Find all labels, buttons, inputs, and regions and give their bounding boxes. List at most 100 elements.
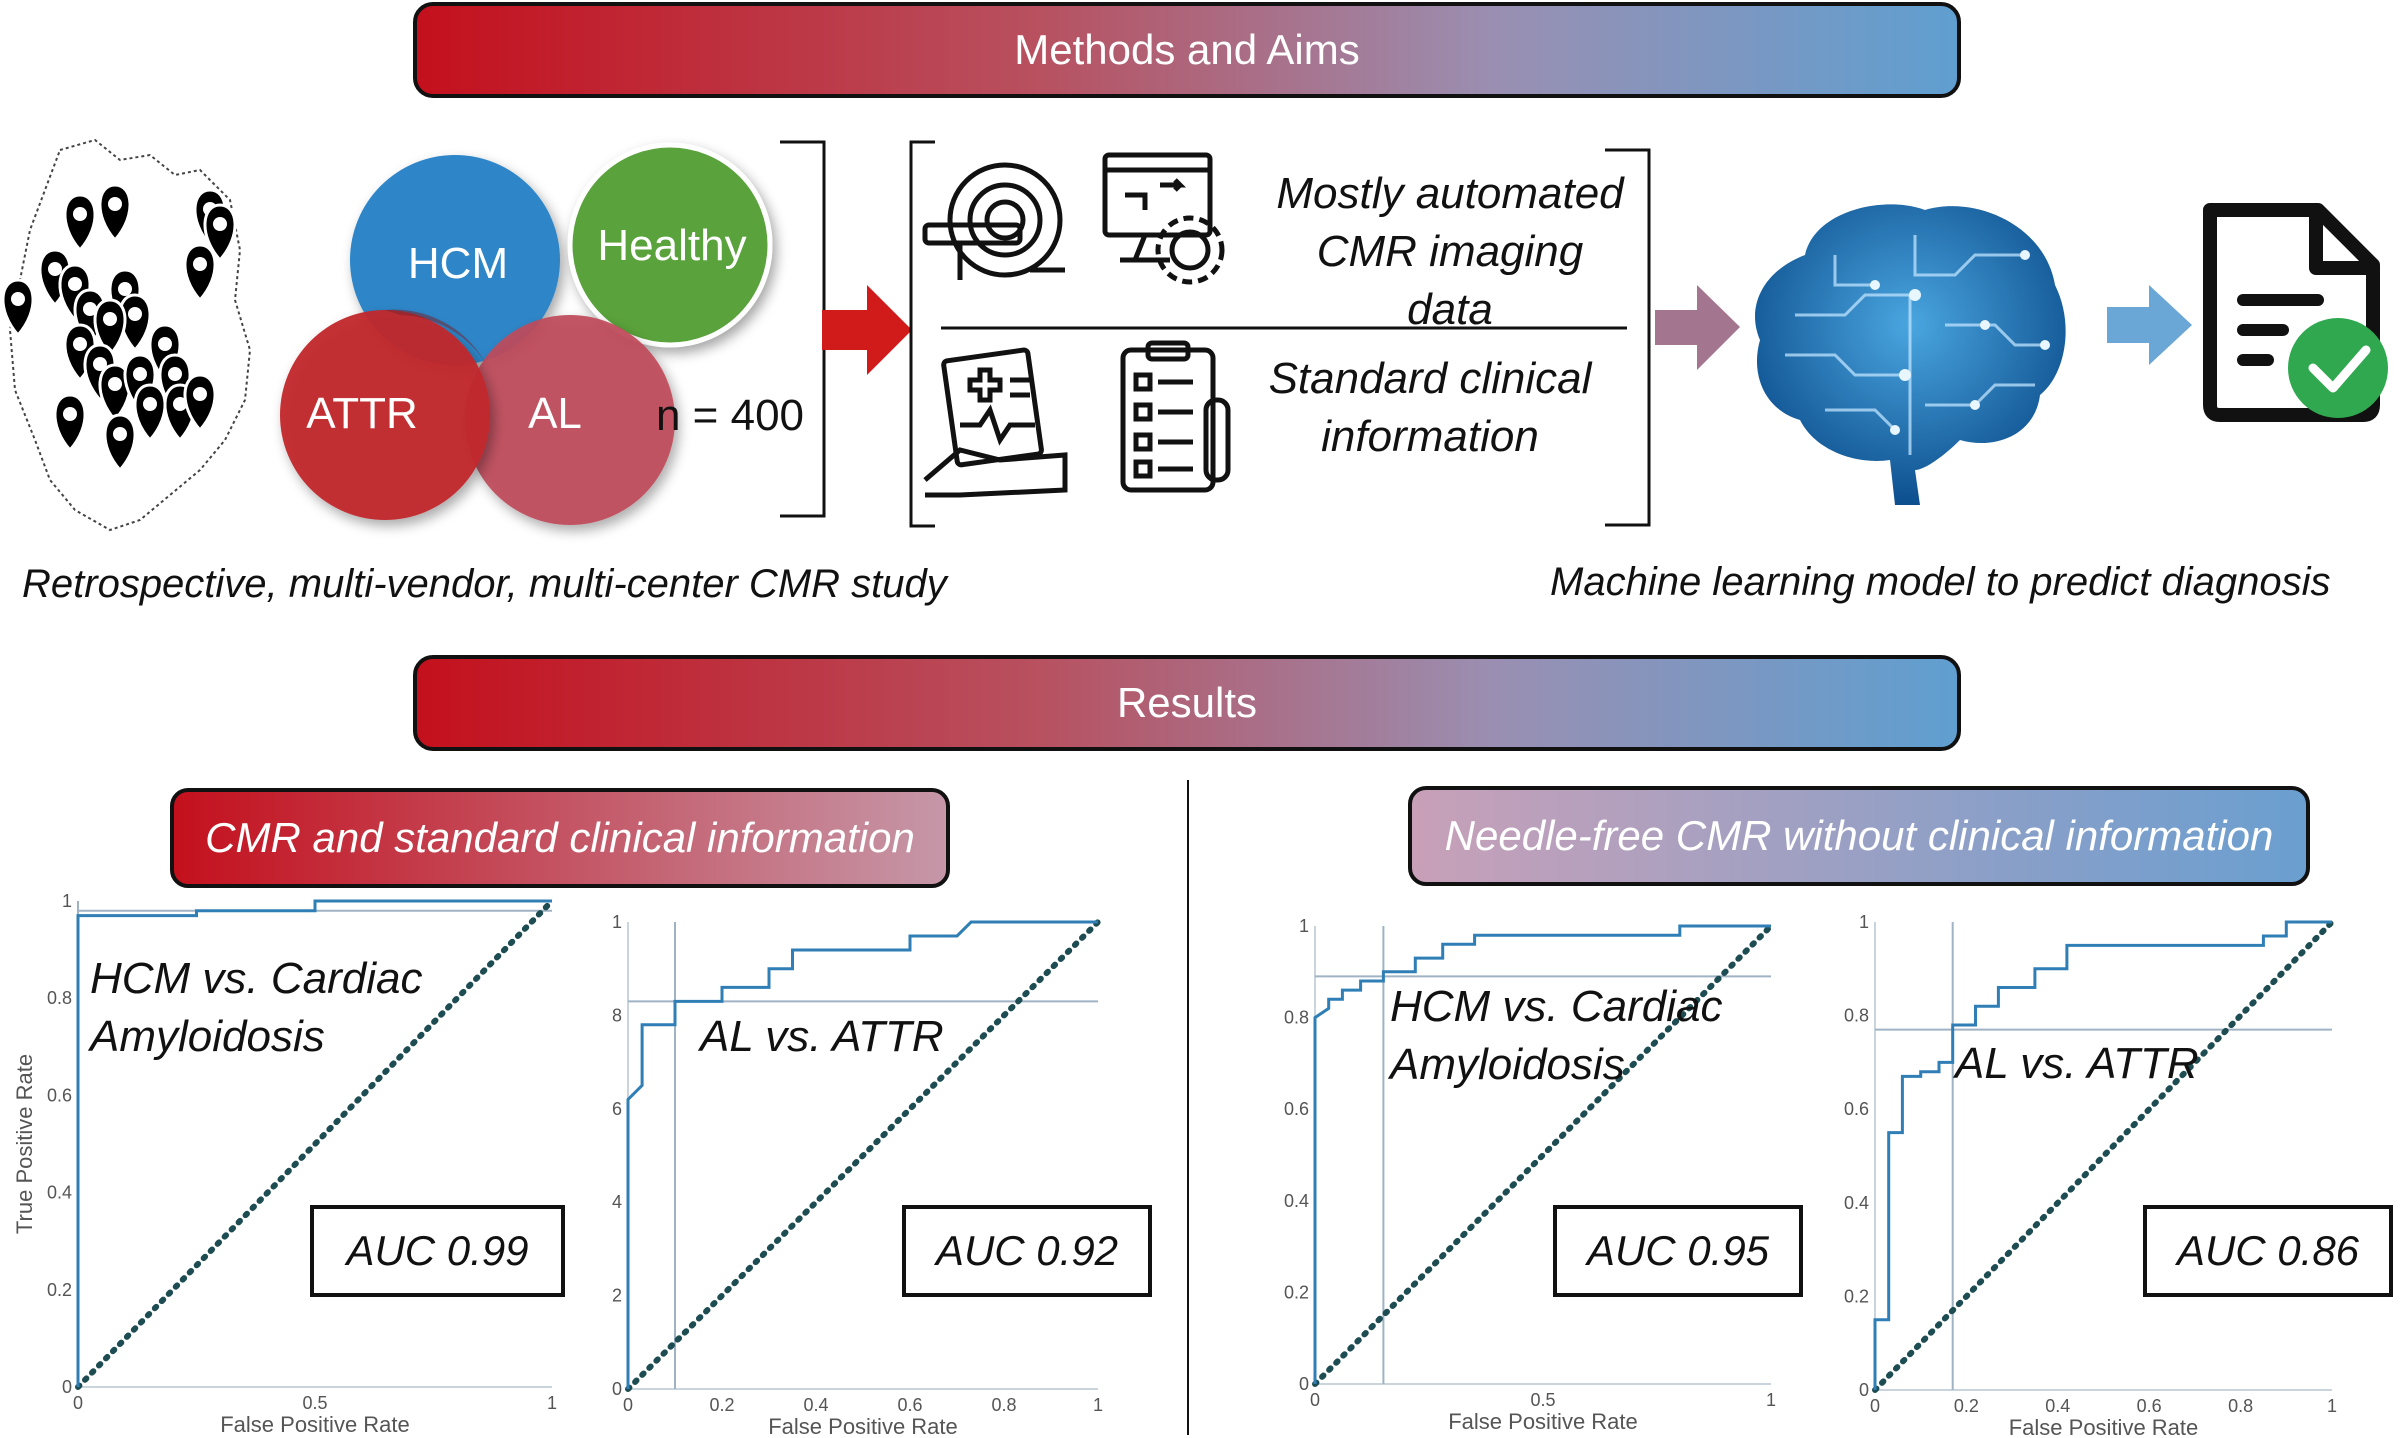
map-pin-icon bbox=[133, 383, 167, 443]
ml-caption: Machine learning model to predict diagno… bbox=[1550, 560, 2331, 604]
auc-value-1: AUC 0.99 bbox=[346, 1227, 529, 1274]
y-tick-label: 0 bbox=[1859, 1380, 1869, 1400]
x-tick-label: 1 bbox=[547, 1393, 557, 1413]
mri-scanner-icon bbox=[922, 162, 1065, 280]
cohort-venn: HCM Healthy ATTR AL n = 400 bbox=[280, 142, 804, 525]
x-axis-label: False Positive Rate bbox=[768, 1414, 958, 1438]
roc2-overlay: AL vs. ATTR bbox=[700, 1008, 944, 1066]
healthy-label: Healthy bbox=[597, 221, 746, 270]
map-pin-icon bbox=[183, 373, 217, 433]
x-tick-label: 1 bbox=[2327, 1396, 2337, 1416]
hcm-label: HCM bbox=[408, 239, 508, 288]
y-tick-label: 2 bbox=[612, 1286, 622, 1306]
y-tick-label: 0.8 bbox=[1284, 1008, 1309, 1028]
imaging-text: Mostly automated CMR imaging data bbox=[1270, 165, 1630, 339]
attr-label: ATTR bbox=[306, 389, 418, 438]
auc-box-4: AUC 0.86 bbox=[2143, 1205, 2393, 1297]
results-divider bbox=[1187, 780, 1189, 1435]
y-tick-label: 0.2 bbox=[47, 1280, 72, 1300]
y-tick-label: 1 bbox=[612, 912, 622, 932]
y-tick-label: 0.4 bbox=[47, 1183, 72, 1203]
methods-banner-title: Methods and Aims bbox=[1014, 26, 1360, 73]
y-tick-label: 0 bbox=[612, 1379, 622, 1399]
x-tick-label: 1 bbox=[1093, 1395, 1103, 1415]
imaging-line1: Mostly automated bbox=[1276, 169, 1624, 218]
y-tick-label: 0.6 bbox=[1844, 1099, 1869, 1119]
x-axis-label: False Positive Rate bbox=[1448, 1409, 1638, 1434]
brain-circuit-icon bbox=[1755, 204, 2066, 505]
clinical-text: Standard clinical information bbox=[1260, 350, 1600, 466]
chance-diagonal bbox=[625, 919, 1101, 1392]
map-pin-icon bbox=[183, 243, 217, 303]
imaging-line2: CMR imaging data bbox=[1316, 227, 1584, 334]
y-tick-label: 8 bbox=[612, 1005, 622, 1025]
y-tick-label: 0.2 bbox=[1844, 1286, 1869, 1306]
y-tick-label: 0.8 bbox=[47, 988, 72, 1008]
results-banner-title: Results bbox=[1116, 679, 1258, 726]
x-tick-label: 0.6 bbox=[897, 1395, 922, 1415]
roc-curve bbox=[626, 920, 1098, 1389]
auc-value-4: AUC 0.86 bbox=[2176, 1227, 2360, 1274]
right-section-title: Needle-free CMR without clinical informa… bbox=[1408, 786, 2310, 886]
map-pin-icon bbox=[93, 298, 127, 358]
roc4-overlay-line1: AL vs. ATTR bbox=[1955, 1039, 2199, 1088]
y-tick-label: 0.8 bbox=[1844, 1006, 1869, 1026]
roc4-overlay: AL vs. ATTR bbox=[1955, 1035, 2199, 1093]
y-tick-label: 1 bbox=[1859, 912, 1869, 932]
y-tick-label: 0.2 bbox=[1284, 1282, 1309, 1302]
y-tick-label: 0.6 bbox=[1284, 1099, 1309, 1119]
x-tick-label: 0 bbox=[1310, 1390, 1320, 1410]
y-tick-label: 0.4 bbox=[1844, 1193, 1869, 1213]
germany-map-icon bbox=[1, 138, 252, 532]
y-axis-label: True Positive Rate bbox=[12, 1054, 37, 1234]
left-section-title-text: CMR and standard clinical information bbox=[205, 814, 915, 861]
lab-checklist-icon bbox=[1120, 340, 1231, 493]
x-tick-label: 0.2 bbox=[709, 1395, 734, 1415]
x-tick-label: 0 bbox=[1870, 1396, 1880, 1416]
methods-banner: Methods and Aims bbox=[413, 2, 1961, 98]
clinical-line2: information bbox=[1321, 412, 1539, 461]
medical-record-icon bbox=[923, 347, 1068, 498]
auc-box-2: AUC 0.92 bbox=[902, 1205, 1152, 1297]
y-tick-label: 0 bbox=[1299, 1374, 1309, 1394]
roc2-overlay-line1: AL vs. ATTR bbox=[700, 1012, 944, 1061]
map-pin-icon bbox=[203, 203, 237, 263]
x-tick-label: 0.5 bbox=[1530, 1390, 1555, 1410]
y-tick-label: 4 bbox=[612, 1192, 622, 1212]
x-tick-label: 0.4 bbox=[2045, 1396, 2070, 1416]
inputs-bracket bbox=[909, 140, 1651, 528]
map-pin-icon bbox=[53, 393, 87, 453]
computer-gear-icon bbox=[1102, 152, 1225, 285]
roc3-overlay-line1: HCM vs. Cardiac bbox=[1390, 982, 1723, 1031]
chance-diagonal bbox=[1872, 919, 2335, 1393]
document-check-icon bbox=[2203, 203, 2388, 422]
map-pin-icon bbox=[98, 363, 132, 423]
roc3-overlay-line2: Amyloidosis bbox=[1390, 1040, 1625, 1089]
al-circle bbox=[465, 315, 675, 525]
map-pin-icon bbox=[1, 278, 35, 338]
auc-box-3: AUC 0.95 bbox=[1553, 1205, 1803, 1297]
roc-curve bbox=[1873, 920, 2332, 1390]
cohort-caption: Retrospective, multi-vendor, multi-cente… bbox=[22, 562, 947, 606]
x-axis-label: False Positive Rate bbox=[2009, 1415, 2199, 1438]
roc1-overlay-line1: HCM vs. Cardiac bbox=[90, 954, 423, 1003]
chance-diagonal bbox=[1312, 923, 1774, 1387]
x-tick-label: 0 bbox=[73, 1393, 83, 1413]
y-tick-label: 0.6 bbox=[47, 1085, 72, 1105]
right-section-title-text: Needle-free CMR without clinical informa… bbox=[1444, 812, 2274, 859]
al-label: AL bbox=[528, 389, 582, 438]
y-tick-label: 1 bbox=[1299, 916, 1309, 936]
x-tick-label: 1 bbox=[1766, 1390, 1776, 1410]
x-tick-label: 0 bbox=[623, 1395, 633, 1415]
y-tick-label: 6 bbox=[612, 1099, 622, 1119]
blue-arrow-icon bbox=[2107, 285, 2192, 365]
y-tick-label: 1 bbox=[62, 891, 72, 911]
clinical-line1: Standard clinical bbox=[1268, 354, 1592, 403]
map-pin-icon bbox=[103, 413, 137, 473]
results-banner: Results bbox=[413, 655, 1961, 751]
red-arrow-icon bbox=[822, 285, 912, 375]
y-tick-label: 0.4 bbox=[1284, 1191, 1309, 1211]
